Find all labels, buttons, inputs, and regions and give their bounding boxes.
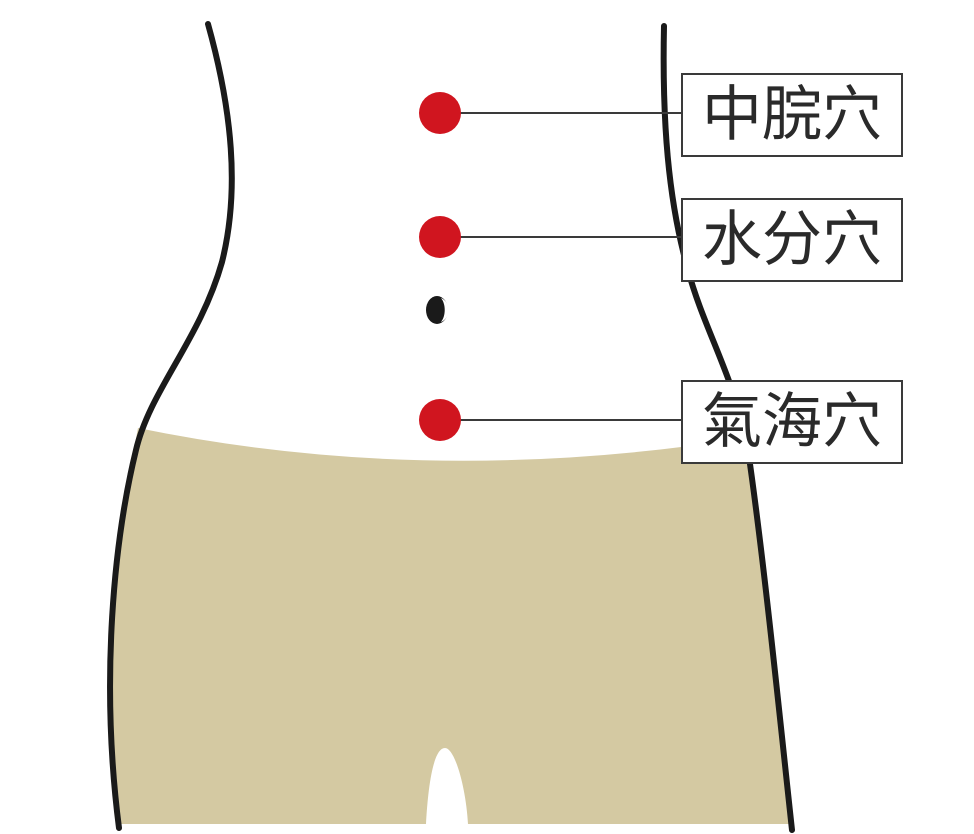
acupoint-label-text: 氣海穴: [702, 387, 882, 457]
acupoint-label-shuifen: 水分穴: [681, 198, 903, 282]
body-outline-left: [107, 21, 235, 831]
acupoint-label-text: 中脘穴: [702, 80, 882, 150]
acupoint-label-text: 水分穴: [702, 205, 882, 275]
acupoint-dot-qihai: [419, 399, 461, 441]
acupoint-dot-zhongwan: [419, 92, 461, 134]
acupoint-label-zhongwan: 中脘穴: [681, 73, 903, 157]
navel-icon: [426, 296, 449, 324]
acupoint-label-qihai: 氣海穴: [681, 380, 903, 464]
garment-shorts: [109, 428, 794, 824]
acupoint-dot-shuifen: [419, 216, 461, 258]
